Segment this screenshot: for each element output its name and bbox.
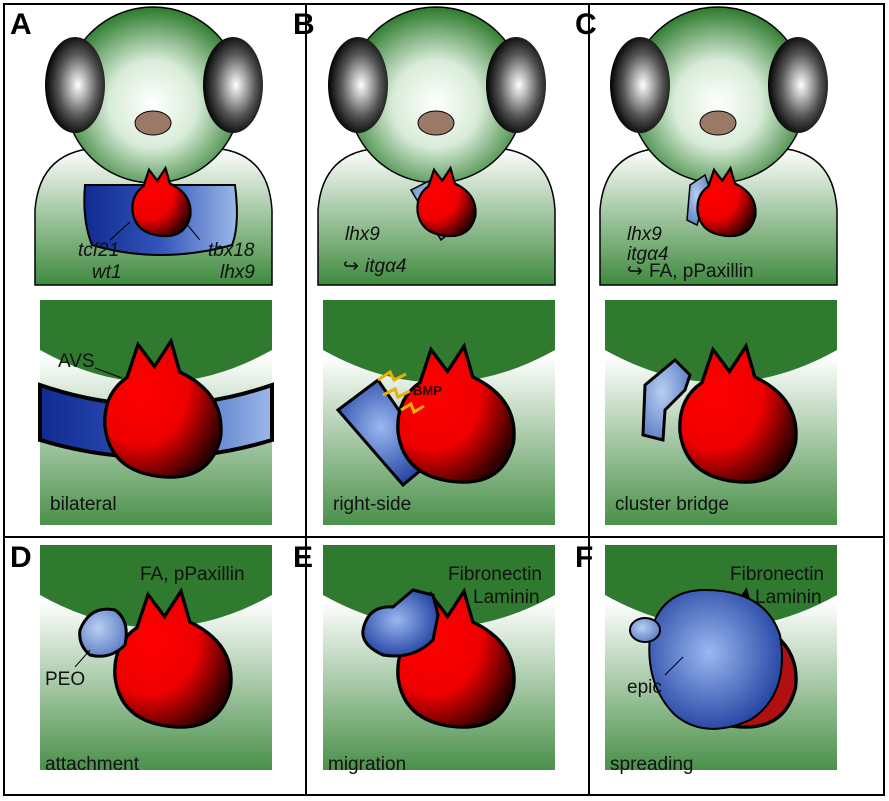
- panel-label: B: [293, 8, 315, 41]
- avs-label: AVS: [58, 351, 95, 372]
- bmp-label: BMP: [413, 383, 442, 398]
- panel-label: F: [575, 541, 593, 574]
- caption: cluster bridge: [615, 494, 729, 515]
- note-label: Laminin: [755, 587, 822, 608]
- arrow-icon: ↪: [627, 261, 643, 282]
- epic-label: epic: [627, 677, 662, 698]
- panel-f: Fibronectin Laminin epic spreading F: [575, 541, 837, 775]
- peo-label: PEO: [45, 669, 85, 690]
- panel-e: Fibronectin Laminin migration E: [293, 541, 555, 775]
- panel-c: lhx9 itgα4 ↪ FA, pPaxillin cluster bridg…: [575, 6, 838, 525]
- caption: attachment: [45, 754, 140, 775]
- gene-label: lhx9: [627, 224, 662, 245]
- panel-b: lhx9 ↪ itgα4 BMP right-side B: [293, 6, 556, 525]
- note-label: Fibronectin: [448, 564, 542, 585]
- caption: right-side: [333, 494, 411, 515]
- note-label: Fibronectin: [730, 564, 824, 585]
- target-label: FA, pPaxillin: [649, 261, 754, 282]
- note-label: FA, pPaxillin: [140, 564, 245, 585]
- panel-label: C: [575, 8, 597, 41]
- gene-label: lhx9: [345, 224, 380, 245]
- caption: migration: [328, 754, 406, 775]
- panel-label: E: [293, 541, 313, 574]
- gene-label: tbx18: [208, 240, 255, 261]
- bmp-signal-icon: [377, 369, 425, 415]
- gene-label: itgα4: [627, 244, 668, 265]
- panel-a: tcf21 wt1 tbx18 lhx9 AVS bilateral A: [10, 6, 274, 525]
- gene-label: wt1: [92, 262, 122, 283]
- panel-d: FA, pPaxillin PEO attachment D: [10, 541, 272, 775]
- panel-label: A: [10, 8, 32, 41]
- gene-label: itgα4: [365, 256, 406, 277]
- caption: spreading: [610, 754, 693, 775]
- panel-label: D: [10, 541, 32, 574]
- caption: bilateral: [50, 494, 117, 515]
- note-label: Laminin: [473, 587, 540, 608]
- arrow-icon: ↪: [343, 256, 359, 277]
- gene-label: tcf21: [78, 240, 119, 261]
- gene-label: lhx9: [220, 262, 255, 283]
